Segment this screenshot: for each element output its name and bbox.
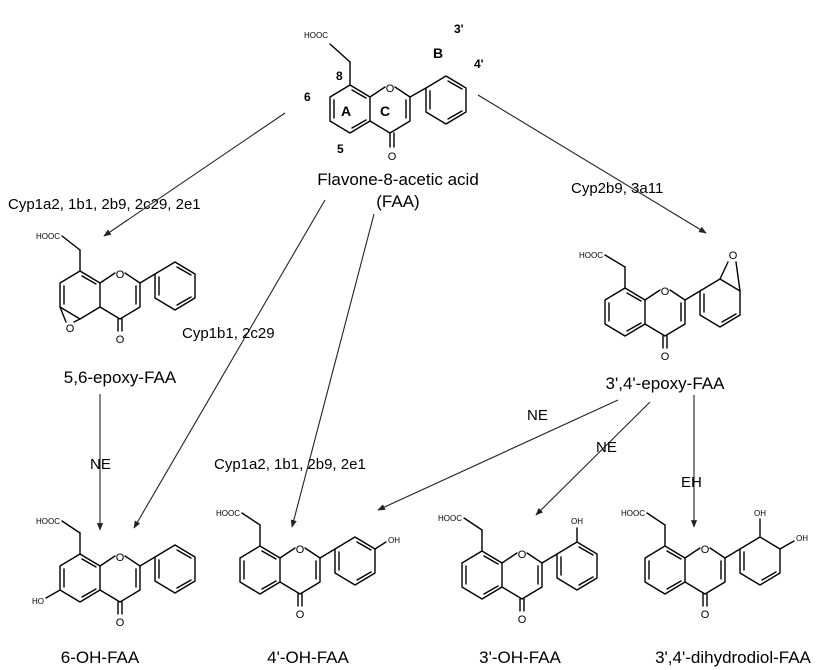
arrow-faa-to-4oh (290, 213, 375, 528)
epoxy56-cooh-label: HOOC (36, 232, 60, 241)
oh3-hydroxyl-label: OH (571, 517, 583, 526)
faa-carbonyl-oxygen: O (388, 151, 397, 163)
structure-diol (644, 512, 795, 607)
epoxy56-epoxide-oxygen: O (66, 323, 75, 335)
diol-carbonyl-oxygen: O (701, 609, 710, 621)
structure-3oh (461, 517, 598, 612)
oh6-cooh-label: HOOC (36, 517, 60, 526)
oh4-cooh-label: HOOC (216, 509, 240, 518)
oh4-ring-oxygen: O (296, 544, 305, 556)
enzyme-label-ne-to-3oh: NE (596, 439, 617, 456)
structure-faa (329, 43, 467, 148)
arrow-faa-to-6oh (133, 199, 326, 529)
faa-cooh-label: HOOC (304, 31, 328, 40)
arrow-epoxy34-to-4oh (377, 399, 619, 511)
ring-b-label: B (433, 45, 443, 61)
oh4-name: 4'-OH-FAA (267, 648, 349, 667)
epoxy34-cooh-label: HOOC (579, 251, 603, 260)
structure-epoxy56 (59, 235, 196, 332)
ring-a-label: A (341, 103, 351, 119)
enzyme-label-to-4oh: Cyp1a2, 1b1, 2b9, 2e1 (214, 456, 366, 473)
enzyme-label-eh: EH (681, 474, 702, 491)
enzyme-label-ne-to-4oh: NE (527, 407, 548, 424)
oh4-carbonyl-oxygen: O (296, 609, 305, 621)
structure-epoxy34 (604, 254, 741, 349)
position-8-label: 8 (336, 69, 343, 83)
position-5-label: 5 (337, 142, 344, 156)
diol-hydroxyl-label-4prime: OH (796, 534, 808, 543)
enzyme-label-to-epoxy56: Cyp1a2, 1b1, 2b9, 2c29, 2e1 (8, 196, 201, 213)
arrow-faa-to-epoxy34 (477, 94, 707, 234)
enzyme-label-to-epoxy34: Cyp2b9, 3a11 (571, 180, 663, 197)
faa-name-line1: Flavone-8-acetic acid (317, 170, 479, 189)
diol-hydroxyl-label-3prime: OH (754, 509, 766, 518)
ring-c-label: C (380, 103, 390, 119)
oh4-hydroxyl-label: OH (388, 536, 400, 545)
structure-4oh (239, 512, 387, 607)
position-6-label: 6 (304, 90, 311, 104)
oh6-hydroxyl-label: HO (32, 597, 44, 606)
arrow-faa-to-epoxy56 (103, 112, 286, 237)
epoxy56-ring-oxygen: O (116, 269, 125, 281)
oh3-cooh-label: HOOC (438, 514, 462, 523)
oh6-ring-oxygen: O (116, 552, 125, 564)
faa-name-line2: (FAA) (376, 192, 419, 211)
epoxy34-epoxide-oxygen: O (729, 250, 738, 262)
oh3-name: 3'-OH-FAA (479, 648, 561, 667)
epoxy56-name: 5,6-epoxy-FAA (64, 368, 177, 387)
diol-name: 3',4'-dihydrodiol-FAA (655, 648, 811, 667)
diol-ring-oxygen: O (701, 544, 710, 556)
epoxy34-carbonyl-oxygen: O (661, 351, 670, 363)
epoxy34-ring-oxygen: O (661, 286, 670, 298)
position-3prime-label: 3' (454, 22, 464, 36)
enzyme-label-to-6oh: Cyp1b1, 2c29 (182, 325, 275, 342)
diol-cooh-label: HOOC (621, 509, 645, 518)
faa-oxygen: O (386, 83, 395, 95)
arrow-epoxy34-to-3oh (535, 401, 651, 516)
oh6-name: 6-OH-FAA (61, 648, 140, 667)
epoxy34-name: 3',4'-epoxy-FAA (606, 374, 726, 393)
oh3-carbonyl-oxygen: O (518, 614, 527, 626)
epoxy56-carbonyl-oxygen: O (116, 334, 125, 346)
position-4prime-label: 4' (474, 57, 484, 71)
oh6-carbonyl-oxygen: O (116, 617, 125, 629)
oh3-ring-oxygen: O (518, 549, 527, 561)
enzyme-label-ne-epoxy56: NE (90, 456, 111, 473)
structure-6oh (45, 520, 196, 615)
